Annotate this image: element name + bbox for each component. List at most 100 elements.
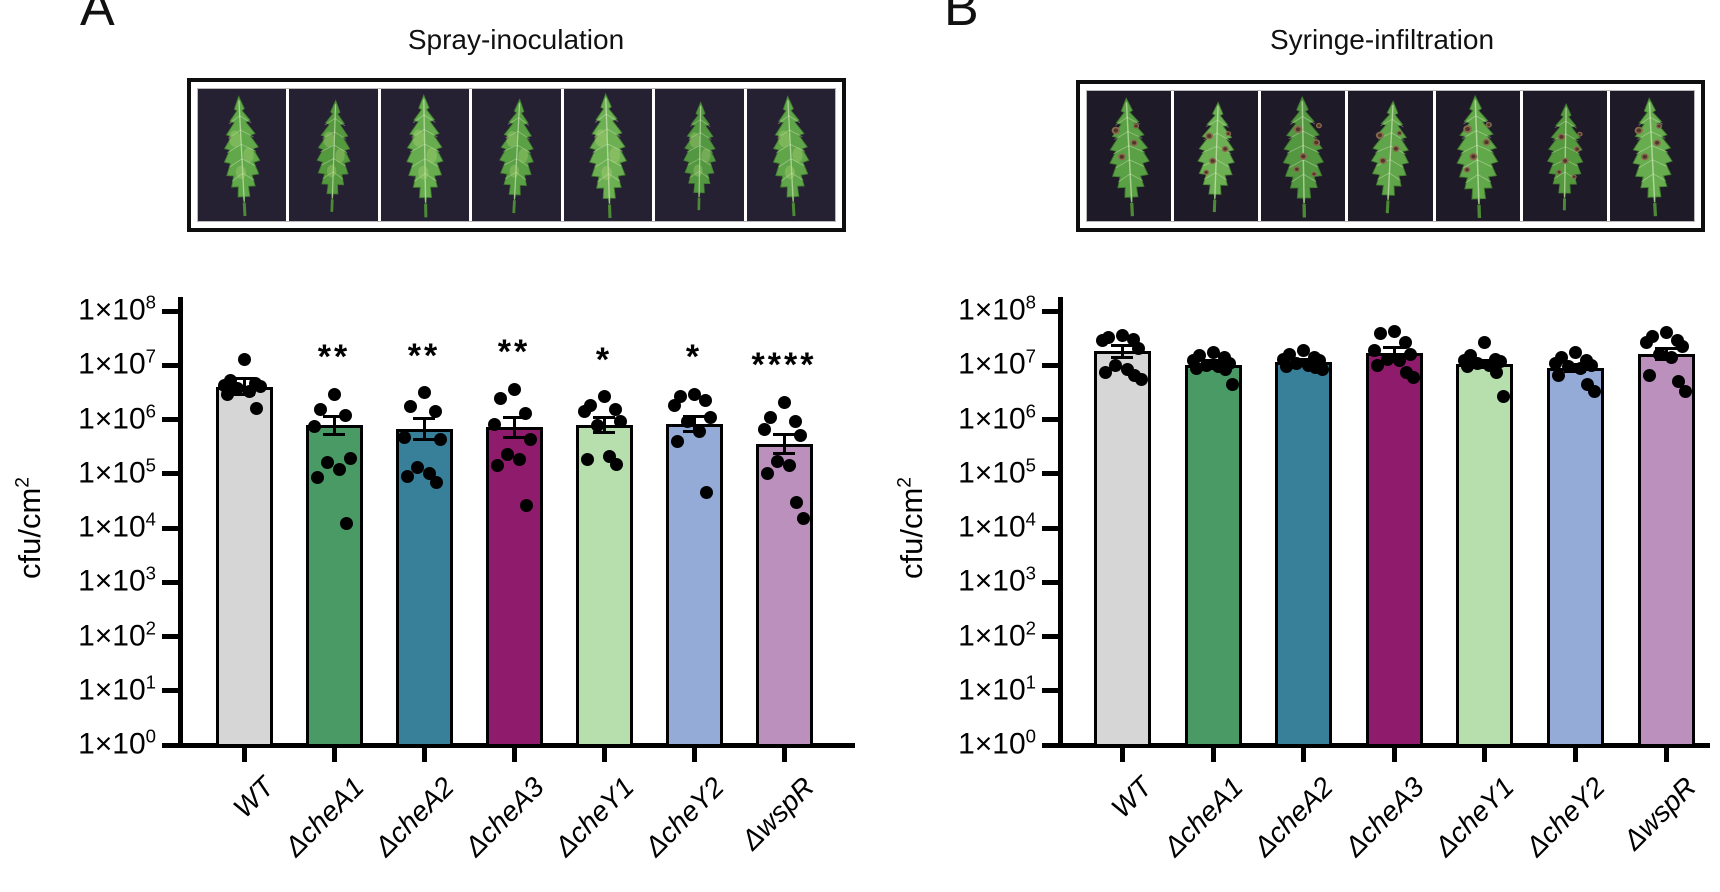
- error-bar-line: [782, 434, 786, 454]
- data-point: [777, 395, 791, 409]
- data-point: [1192, 349, 1206, 363]
- data-point: [1573, 361, 1587, 375]
- panel-a-letter: A: [80, 0, 115, 37]
- data-point: [410, 461, 424, 475]
- tomato-leaf-image: [1109, 96, 1150, 216]
- x-tick-mark: [241, 748, 247, 762]
- leaf-photo-cell: [198, 89, 287, 221]
- x-category-label: ΔcheA1: [278, 771, 370, 863]
- x-category-label: WT: [227, 771, 280, 824]
- bar-ΔcheY1: [575, 425, 633, 747]
- error-bar-cap-top: [1564, 362, 1586, 366]
- error-bar-cap-top: [233, 377, 255, 381]
- leaf-photo-cell: [1174, 91, 1259, 221]
- data-point: [403, 400, 417, 414]
- data-point: [1289, 356, 1303, 370]
- data-point: [583, 399, 597, 413]
- y-tick-label: 1×105: [958, 454, 1036, 490]
- y-axis-title: cfu/cm2: [894, 477, 929, 579]
- data-point: [692, 425, 706, 439]
- error-bar-line: [602, 417, 606, 433]
- data-point: [1463, 349, 1477, 363]
- error-bar-cap-top: [593, 415, 615, 419]
- error-bar-cap-bottom: [773, 451, 795, 455]
- y-tick-mark: [1042, 362, 1058, 368]
- data-point: [1470, 356, 1484, 370]
- data-point: [770, 454, 784, 468]
- y-tick-mark: [162, 362, 178, 368]
- y-tick-label: 1×106: [78, 400, 156, 436]
- leaf-photo-row: [1086, 90, 1695, 222]
- bar-WT: [215, 386, 273, 747]
- data-point: [422, 467, 436, 481]
- significance-stars: **: [497, 333, 531, 372]
- data-point: [1678, 384, 1692, 398]
- data-point: [1493, 355, 1507, 369]
- bar-ΔcheA2: [395, 428, 453, 747]
- x-tick-mark: [1210, 748, 1216, 762]
- tomato-leaf-image: [316, 98, 351, 212]
- x-category-label: ΔcheY1: [548, 771, 640, 863]
- y-tick-label: 1×104: [958, 508, 1036, 544]
- y-tick-label: 1×103: [958, 562, 1036, 598]
- tomato-leaf-image: [772, 94, 810, 216]
- data-point: [1496, 390, 1510, 404]
- tomato-leaf-image: [224, 94, 261, 216]
- data-point: [397, 431, 411, 445]
- x-tick-mark: [1300, 748, 1306, 762]
- y-tick-label: 1×101: [958, 671, 1036, 707]
- data-point: [699, 486, 713, 500]
- x-category-label: ΔcheA2: [1247, 771, 1339, 863]
- data-point: [1199, 358, 1213, 372]
- data-point: [1482, 358, 1496, 372]
- error-bar-cap-top: [683, 414, 705, 418]
- data-point: [1225, 377, 1239, 391]
- significance-stars: *: [595, 340, 613, 379]
- bar-ΔcheY1: [1455, 364, 1513, 747]
- data-point: [493, 392, 507, 406]
- data-point: [519, 498, 533, 512]
- x-category-label: ΔcheY2: [638, 771, 730, 863]
- error-bar-line: [1482, 360, 1486, 368]
- y-tick-label: 1×102: [78, 617, 156, 653]
- x-category-label: ΔcheA2: [368, 771, 460, 863]
- error-bar-cap-top: [413, 416, 435, 420]
- y-axis-title: cfu/cm2: [12, 477, 47, 579]
- tomato-leaf-image: [682, 100, 716, 210]
- y-tick-mark: [1042, 634, 1058, 639]
- data-point: [1134, 372, 1148, 386]
- y-tick-label: 1×100: [78, 725, 156, 761]
- data-point: [760, 467, 774, 481]
- error-bar-cap-top: [1655, 347, 1677, 351]
- x-category-label: ΔcheY2: [1519, 771, 1611, 863]
- x-category-label: ΔwspR: [735, 771, 820, 856]
- error-bar-cap-top: [1473, 359, 1495, 363]
- error-bar-cap-bottom: [1564, 369, 1586, 373]
- x-category-label: ΔcheA3: [458, 771, 550, 863]
- data-point: [320, 456, 334, 470]
- data-point: [1580, 377, 1594, 391]
- data-point: [1659, 326, 1673, 340]
- data-point: [613, 415, 627, 429]
- y-tick-mark: [162, 742, 178, 748]
- y-tick-mark: [1042, 308, 1058, 314]
- data-point: [338, 408, 352, 422]
- data-point: [1218, 363, 1232, 377]
- data-point: [1671, 375, 1685, 389]
- error-bar-cap-bottom: [503, 435, 525, 439]
- error-bar-cap-top: [1383, 345, 1405, 349]
- leaf-photo-row: [197, 88, 836, 222]
- error-bar-line: [1211, 360, 1215, 369]
- data-point: [1095, 334, 1109, 348]
- data-point: [1670, 333, 1684, 347]
- y-tick-label: 1×106: [958, 400, 1036, 436]
- data-point: [796, 511, 810, 525]
- data-point: [332, 462, 346, 476]
- data-point: [1101, 330, 1115, 344]
- significance-stars: **: [407, 336, 441, 375]
- x-tick-mark: [781, 748, 787, 762]
- error-bar-cap-top: [503, 415, 525, 419]
- data-point: [417, 386, 431, 400]
- data-point: [327, 387, 341, 401]
- data-point: [1189, 361, 1203, 375]
